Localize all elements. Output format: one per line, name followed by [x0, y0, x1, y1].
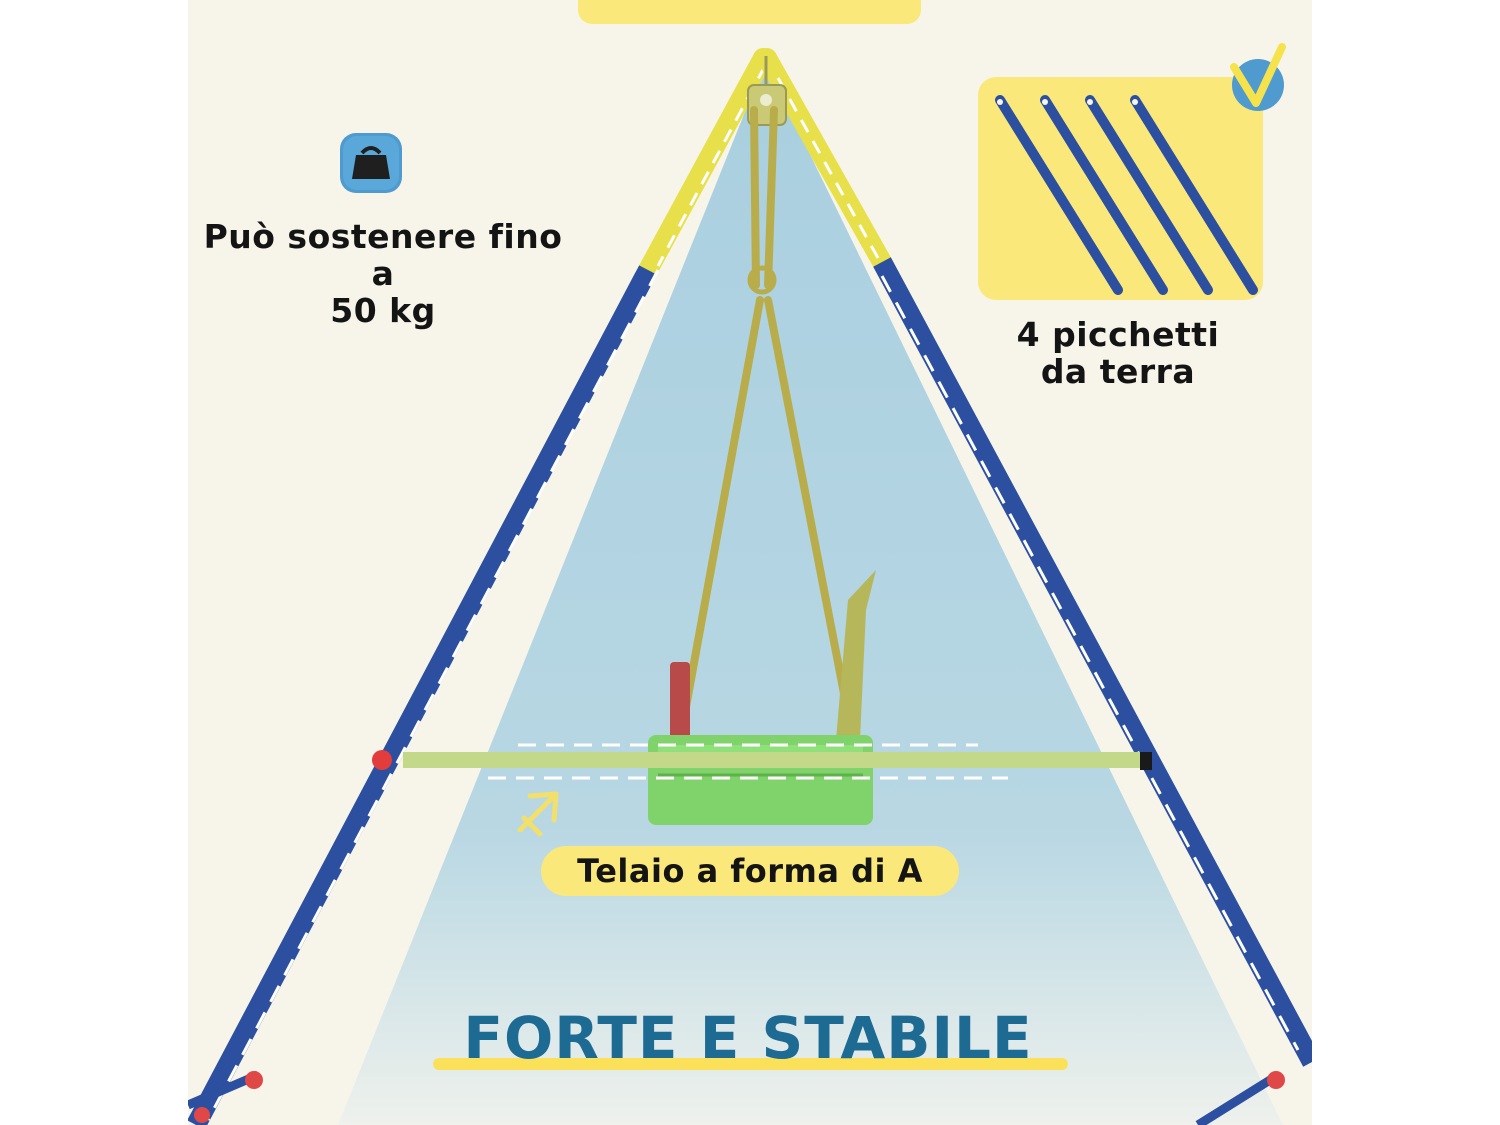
- weight-capacity-line1: Può sostenere fino a: [203, 217, 563, 293]
- ground-stakes-label: 4 picchetti da terra: [978, 316, 1258, 390]
- infographic-panel: Può sostenere fino a 50 kg 4 picchetti d…: [188, 0, 1312, 1125]
- frame-label-pill: [541, 846, 959, 896]
- swing-ropes: [676, 106, 857, 744]
- frame-label: Telaio a forma di A: [577, 852, 923, 890]
- pointer-arrow-icon: [517, 791, 559, 837]
- top-tab: [578, 0, 921, 24]
- headline-underline: [433, 1058, 1068, 1070]
- ground-stakes-line2: da terra: [1040, 352, 1196, 391]
- ground-stakes-line1: 4 picchetti: [1016, 315, 1220, 354]
- weight-capacity-label: Può sostenere fino a 50 kg: [188, 218, 578, 329]
- ground-stakes-icon: [978, 77, 1263, 300]
- headline: FORTE E STABILE: [463, 1004, 1033, 1072]
- crossbar: [372, 743, 1152, 780]
- weight-icon: [340, 133, 402, 193]
- swing-frame-illustration: [188, 0, 1312, 1125]
- frame-feet: [188, 1070, 1285, 1125]
- weight-capacity-line2: 50 kg: [330, 291, 436, 330]
- checkmark-icon: [1230, 43, 1286, 111]
